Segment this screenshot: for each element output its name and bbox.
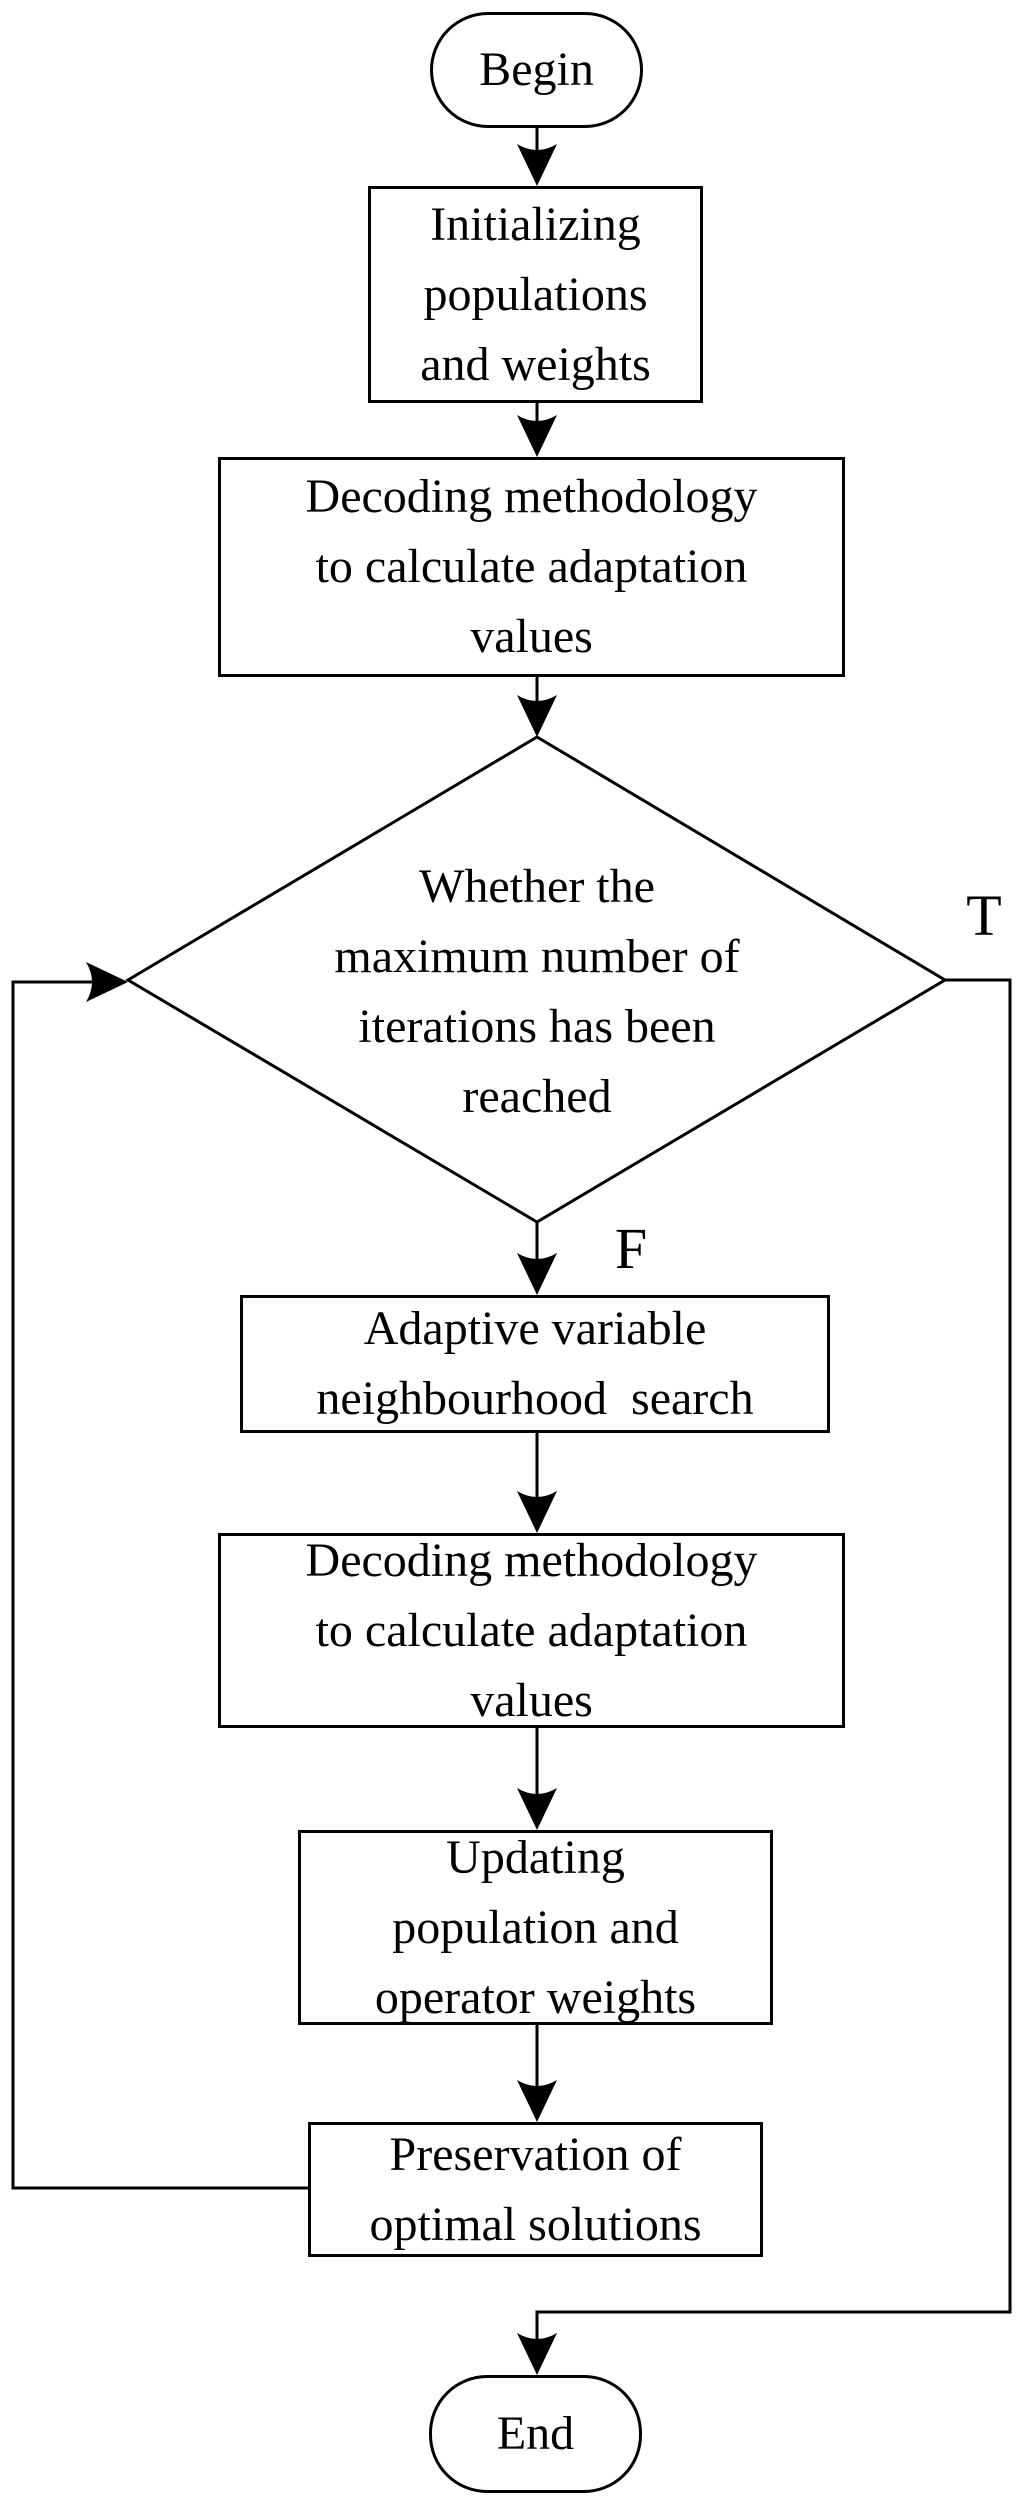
node-adaptive-search: Adaptive variable neighbourhood search [240, 1295, 830, 1433]
node-init-populations-line1: Initializing [430, 197, 641, 251]
node-max-iterations-decision-line1: Whether the [419, 860, 655, 913]
edge-decision-true-arrowhead [517, 2333, 557, 2375]
edge-decision-true-to-end [517, 978, 1012, 2375]
node-update-weights-line2: population and [392, 1900, 679, 1954]
edge-init-to-decode1-arrowhead [517, 415, 557, 457]
node-update-weights-line3: operator weights [374, 1970, 697, 2024]
node-begin-label: Begin [479, 43, 594, 96]
node-preserve-solutions: Preservation of optimal solutions [308, 2122, 763, 2257]
branch-label-true-text: T [966, 883, 1002, 948]
edge-begin-to-init [517, 128, 557, 186]
node-decode-methodology-2: Decoding methodology to calculate adapta… [218, 1533, 845, 1728]
node-init-populations-line2: populations [423, 267, 648, 321]
node-init-populations: Initializing populations and weights [368, 186, 703, 403]
node-update-weights-line1: Updating [446, 1830, 625, 1884]
node-max-iterations-decision-line3: iterations has been [358, 1000, 716, 1053]
node-max-iterations-decision-line2: maximum number of [334, 930, 740, 983]
node-adaptive-search-line1: Adaptive variable [363, 1302, 707, 1355]
node-begin: Begin [430, 12, 643, 128]
edge-adaptive-to-decode2 [517, 1433, 557, 1533]
node-decode-methodology-1-line1: Decoding methodology [305, 470, 758, 523]
node-preserve-solutions-line1: Preservation of [389, 2127, 682, 2181]
node-end: End [429, 2375, 642, 2493]
edge-adaptive-to-decode2-arrowhead [517, 1491, 557, 1533]
edge-decode2-to-update [517, 1728, 557, 1830]
node-decode-methodology-1: Decoding methodology to calculate adapta… [218, 457, 845, 677]
node-preserve-solutions-line2: optimal solutions [369, 2197, 702, 2251]
node-init-populations-line3: and weights [420, 337, 651, 391]
node-end-label: End [496, 2407, 575, 2460]
node-max-iterations-decision-line4: reached [462, 1070, 612, 1123]
branch-label-false: F [591, 1219, 671, 1279]
branch-label-false-text: F [614, 1216, 648, 1281]
node-decode-methodology-2-line1: Decoding methodology [305, 1533, 758, 1587]
edge-preserve-loop-to-decision [11, 962, 308, 2190]
edge-update-to-preserve-arrowhead [517, 2080, 557, 2122]
edge-decision-false-arrowhead [517, 1253, 557, 1295]
node-adaptive-search-line2: neighbourhood search [316, 1372, 754, 1425]
node-decode-methodology-2-line3: values [470, 1673, 593, 1727]
node-decode-methodology-1-line2: to calculate adaptation [315, 540, 748, 593]
node-decode-methodology-2-line2: to calculate adaptation [315, 1603, 748, 1657]
edge-decision-false-to-adaptive [517, 1222, 557, 1295]
edge-decode1-to-decision-arrowhead [517, 695, 557, 737]
node-update-weights: Updating population and operator weights [298, 1830, 773, 2025]
edge-preserve-loop-arrowhead [86, 962, 128, 1002]
edge-decode2-to-update-arrowhead [517, 1788, 557, 1830]
edge-begin-to-init-arrowhead [517, 144, 557, 186]
edge-decode1-to-decision [517, 677, 557, 737]
node-decode-methodology-1-line3: values [470, 610, 593, 663]
edge-init-to-decode1 [517, 403, 557, 457]
edge-update-to-preserve [517, 2025, 557, 2122]
branch-label-true: T [944, 886, 1024, 946]
node-max-iterations-decision: Whether the maximum number of iterations… [277, 852, 797, 1132]
